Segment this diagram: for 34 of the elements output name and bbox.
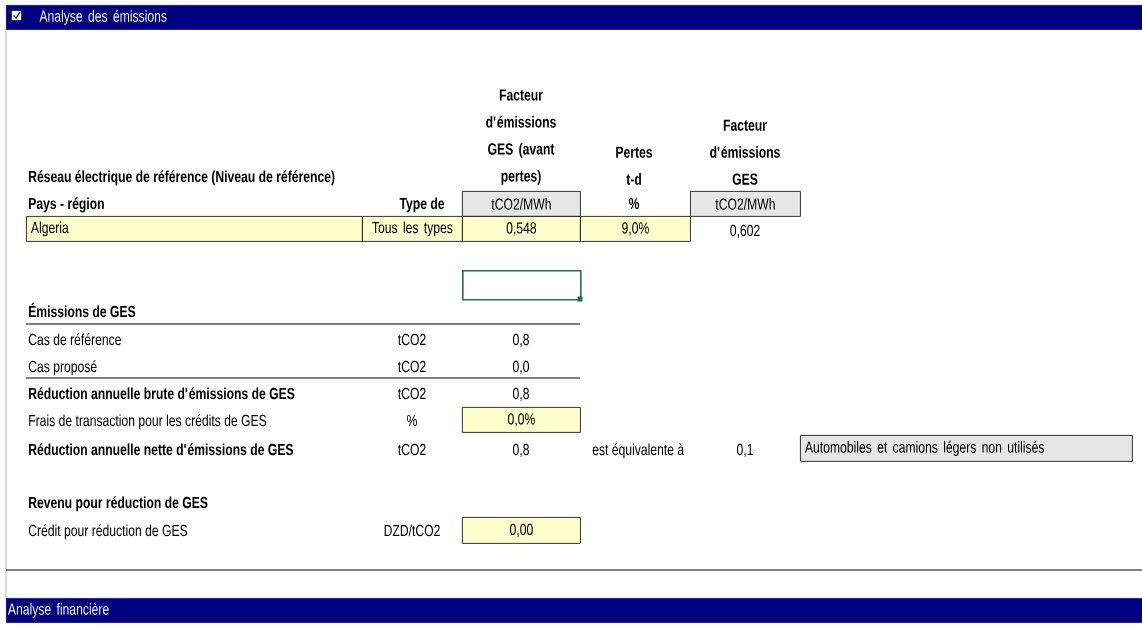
unit-cell: tCO2/MWh [462,191,581,217]
selected-cell [462,270,583,302]
cell-value: tCO2 [398,387,426,400]
unit-cell: tCO2/MWh [690,191,801,217]
column-header: Facteur d'émissions GES (avant pertes) [486,89,556,185]
cell-value: DZD/tCO2 [384,524,440,537]
section-heading: Revenu pour réduction de GES [29,496,208,512]
cell-value: 0,1 [737,443,753,458]
cell-value: 0,0 [513,360,529,375]
row-label: Crédit pour réduction de GES [28,524,188,540]
cell-value: Type de [399,197,445,213]
cell-value: tCO2 [398,443,426,456]
column-header: Pertes t-d [616,146,653,185]
input-cell: 0,00 [462,517,581,544]
cell-value: % [407,414,417,427]
input-cell: Tous les types [362,216,463,242]
cell-value: tCO2 [398,333,426,346]
row-label: est équivalente à [592,443,685,459]
input-cell: 0,0% [462,407,581,433]
section-banner: Analyse financière [6,598,1142,623]
section-heading: Réseau électrique de référence (Niveau de référence) [29,170,335,186]
section-heading: Émissions de GES [29,302,136,318]
input-cell: 0,548 [462,216,581,242]
result-cell: Automobiles et camions légers non utilisés [800,435,1133,462]
section-heading: Réduction annuelle brute d'émissions de GES [29,387,295,400]
section-heading: Réduction annuelle nette d'émissions de GES [29,443,294,456]
input-cell: 9,0% [580,216,691,242]
row-label: Cas de référence [28,333,121,346]
cell-value: 0,8 [513,333,529,348]
section-banner: Analyse des émissions [6,5,1142,30]
row-label: Frais de transaction pour les crédits de GES [29,414,267,430]
cell-value: tCO2 [398,360,426,373]
row-label: Cas proposé [28,360,97,376]
cell-value: 0,602 [730,224,760,239]
